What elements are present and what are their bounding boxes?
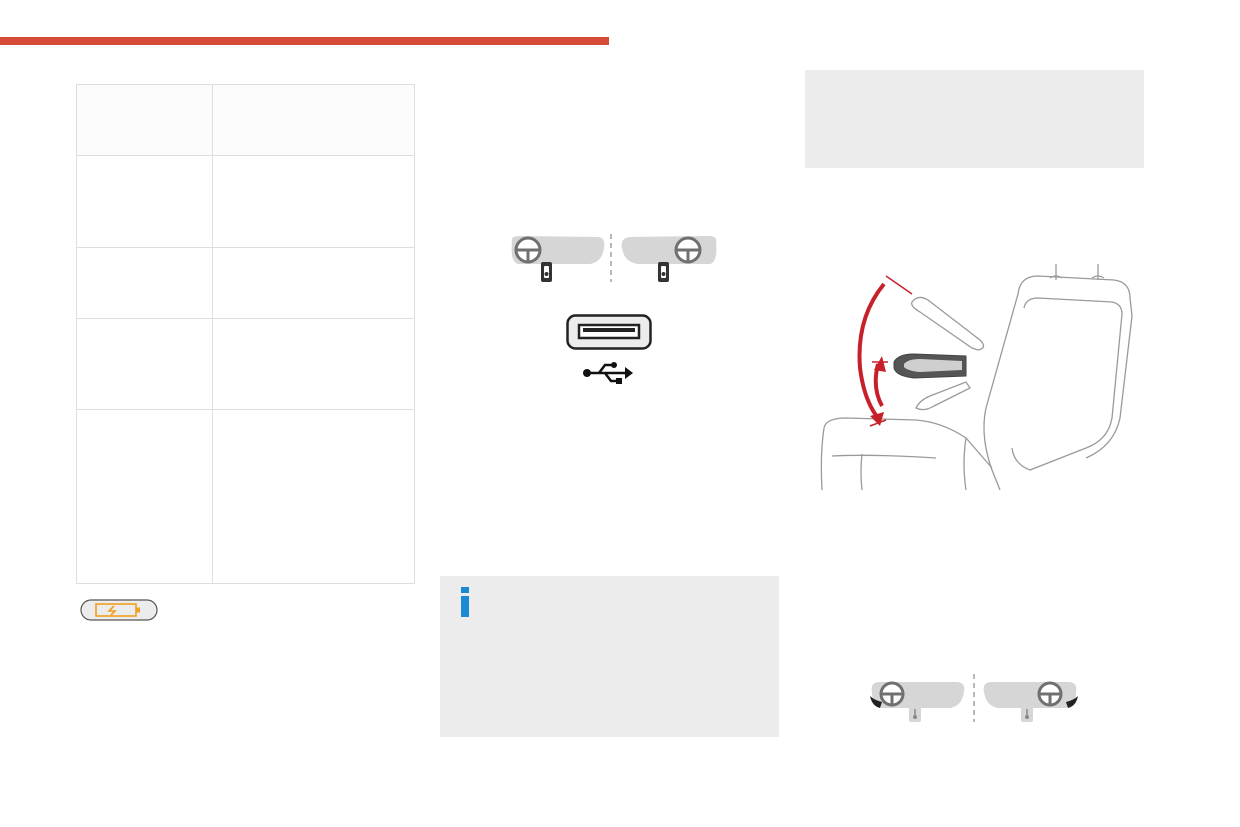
info-note-box <box>440 576 779 737</box>
note-box <box>805 70 1144 168</box>
steering-wheel-rhd-icon <box>621 236 717 282</box>
steering-wheel-rhd-icon <box>983 681 1078 722</box>
spec-table <box>76 84 415 584</box>
steering-position-diagram <box>511 234 717 282</box>
spec-table-header <box>77 85 414 155</box>
usb-port-icon <box>566 314 652 350</box>
info-icon <box>461 587 469 617</box>
arrow-head-up <box>874 356 886 372</box>
armrest-seat-illustration <box>820 264 1133 490</box>
table-row <box>77 319 414 410</box>
armrest-lowered <box>893 353 967 379</box>
table-row <box>77 248 414 319</box>
rotation-arrows <box>857 282 886 420</box>
table-row <box>77 156 414 248</box>
steering-position-diagram-2 <box>870 674 1078 722</box>
angle-limit-line-bottom <box>869 419 887 427</box>
table-row <box>77 410 414 584</box>
battery-charge-icon <box>80 599 158 621</box>
table-column-divider <box>212 85 213 583</box>
usb-symbol-icon <box>583 362 633 384</box>
steering-wheel-lhd-icon <box>870 681 965 722</box>
table-row <box>77 85 414 156</box>
accent-header-bar <box>0 37 609 45</box>
steering-wheel-lhd-icon <box>511 236 605 282</box>
angle-limit-line-top <box>885 275 913 295</box>
